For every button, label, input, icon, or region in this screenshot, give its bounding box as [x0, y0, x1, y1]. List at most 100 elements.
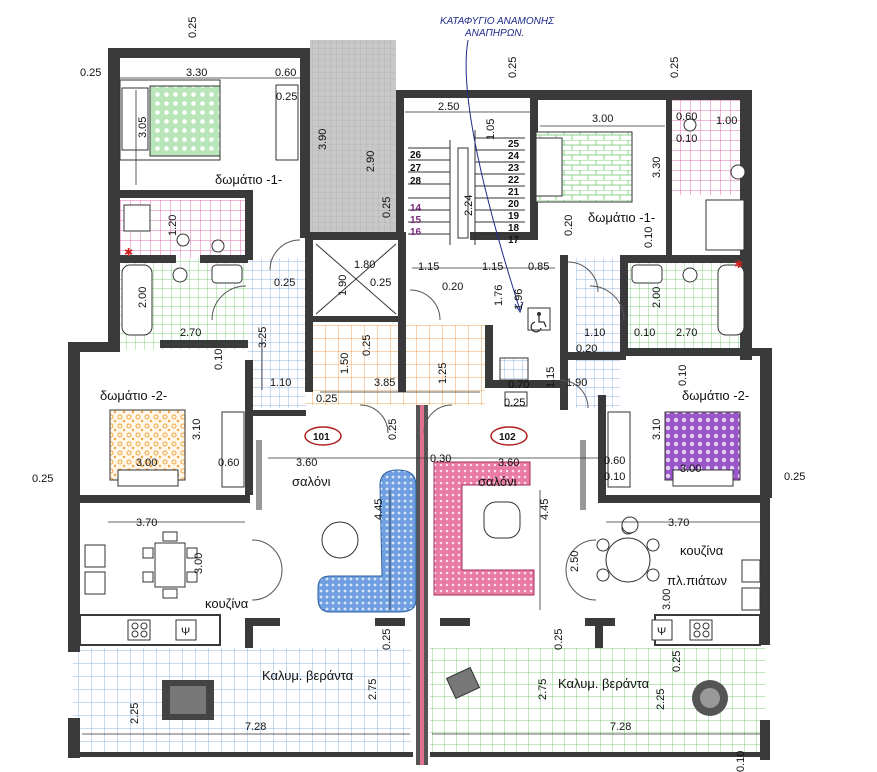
stair-step: 17 [508, 235, 520, 246]
dim-label: 0.25 [361, 335, 373, 356]
dim-label: 0.25 [381, 629, 393, 650]
dim-label: 3.25 [257, 327, 269, 348]
dim-label: 0.25 [274, 277, 295, 289]
dim-label: 3.90 [317, 129, 329, 150]
dim-label: 2.00 [137, 287, 149, 308]
room-label-bed2-right: δωμάτιο -2- [682, 388, 749, 403]
stair-step: 26 [410, 150, 422, 161]
room-label-bed1-right: δωμάτιο -1- [588, 210, 655, 225]
dim-label: 3.00 [136, 457, 157, 469]
dim-label: 0.25 [316, 393, 337, 405]
dim-label: 0.70 [508, 379, 529, 391]
dim-label: 1.15 [545, 367, 557, 388]
dim-label: 0.25 [32, 473, 53, 485]
stair-step: 16 [410, 227, 422, 238]
dim-label: 2.00 [651, 287, 663, 308]
apartment-number-right: 102 [499, 432, 516, 443]
svg-text:Ψ: Ψ [181, 626, 190, 638]
room-label-kitchen-right: κουζίνα [680, 543, 724, 558]
dim-label: 0.25 [370, 277, 391, 289]
apartment-number-left: 101 [313, 432, 330, 443]
stair-step: 18 [508, 223, 520, 234]
dim-label: 3.60 [296, 457, 317, 469]
dim-label: 1.76 [493, 285, 505, 306]
stair-step: 24 [508, 151, 520, 162]
dim-label: 3.05 [137, 117, 149, 138]
apartment-badge-left [304, 426, 342, 446]
room-label-veranda-right: Καλυμ. βεράντα [558, 676, 650, 691]
dim-label: 2.25 [129, 703, 141, 724]
dim-label: 0.10 [604, 471, 625, 483]
stair-numbers: 26 27 28 14 15 16 25 24 23 22 21 20 19 1… [410, 139, 520, 246]
dim-label: 3.00 [193, 553, 205, 574]
dim-label: 1.25 [437, 363, 449, 384]
dim-label: 0.25 [553, 629, 565, 650]
dim-label: 0.60 [676, 111, 697, 123]
dim-label: 2.75 [537, 679, 549, 700]
dim-label: 0.25 [671, 651, 683, 672]
room-label-bed2-left: δωμάτιο -2- [100, 388, 167, 403]
stair-step: 21 [508, 187, 520, 198]
dim-label: 3.10 [651, 419, 663, 440]
note-line2: ΑΝΑΠΗΡΩΝ. [464, 28, 524, 39]
dimension-lines [82, 77, 760, 735]
dim-label: 0.60 [218, 457, 239, 469]
dim-label: 1.10 [270, 377, 291, 389]
dim-label: 2.75 [367, 679, 379, 700]
dim-label: 3.70 [668, 517, 689, 529]
dim-label: 1.96 [513, 289, 525, 310]
dim-label: 1.20 [167, 215, 179, 236]
dim-label: 2.24 [463, 195, 475, 216]
dim-label: 0.85 [528, 261, 549, 273]
dim-label: 0.25 [669, 57, 681, 78]
dim-label: 0.60 [604, 455, 625, 467]
dim-label: 1.80 [354, 259, 375, 271]
room-label-kitchen-left: κουζίνα [205, 596, 249, 611]
dim-label: 1.15 [482, 261, 503, 273]
dim-label: 3.70 [136, 517, 157, 529]
stair-step: 28 [410, 176, 422, 187]
dim-label: 0.20 [442, 281, 463, 293]
dim-label: 0.10 [676, 133, 697, 145]
dim-label: 0.10 [634, 327, 655, 339]
stair-step: 14 [410, 203, 422, 214]
dim-label: 0.25 [387, 419, 399, 440]
dim-label: 3.60 [498, 457, 519, 469]
room-label-bed1-left: δωμάτιο -1- [215, 172, 282, 187]
walls [68, 48, 772, 765]
dim-label: 0.20 [576, 343, 597, 355]
svg-text:Ψ: Ψ [657, 626, 666, 638]
dim-label: 2.90 [365, 151, 377, 172]
dim-label: 2.50 [438, 101, 459, 113]
dim-label: 1.90 [566, 377, 587, 389]
dim-label: 3.85 [374, 377, 395, 389]
apartment-badge-right [490, 426, 528, 446]
dim-label: 0.60 [275, 67, 296, 79]
svg-text:✱: ✱ [124, 246, 133, 259]
stair-step: 19 [508, 211, 520, 222]
dim-label: 4.45 [373, 499, 385, 520]
dim-label: 2.70 [180, 327, 201, 339]
stair-step: 25 [508, 139, 520, 150]
stair-step: 23 [508, 163, 520, 174]
dim-label: 1.90 [337, 275, 349, 296]
dim-label: 0.10 [735, 751, 747, 772]
dim-label: 0.20 [563, 215, 575, 236]
stair-step: 20 [508, 199, 520, 210]
dim-label: 1.05 [485, 119, 497, 140]
room-label-plates: πλ.πιάτων [667, 573, 727, 588]
dimension-labels: 0.25 0.25 3.30 0.60 0.25 3.05 3.90 2.90 … [32, 17, 805, 772]
dim-label: 0.10 [677, 365, 689, 386]
stair-step: 15 [410, 215, 422, 226]
dim-label: 1.50 [339, 353, 351, 374]
stair-step: 22 [508, 175, 520, 186]
dim-label: 1.00 [716, 115, 737, 127]
apartment-badges: 101 102 [304, 426, 528, 446]
note-line1: ΚΑΤΑΦΥΓΙΟ ΑΝΑΜΟΝΗΣ [440, 16, 555, 27]
dim-label: 0.10 [643, 227, 655, 248]
room-label-veranda-left: Καλυμ. βεράντα [262, 668, 354, 683]
dim-label: 0.25 [276, 91, 297, 103]
room-label-living-right: σαλόνι [478, 474, 517, 489]
dim-label: 1.15 [418, 261, 439, 273]
